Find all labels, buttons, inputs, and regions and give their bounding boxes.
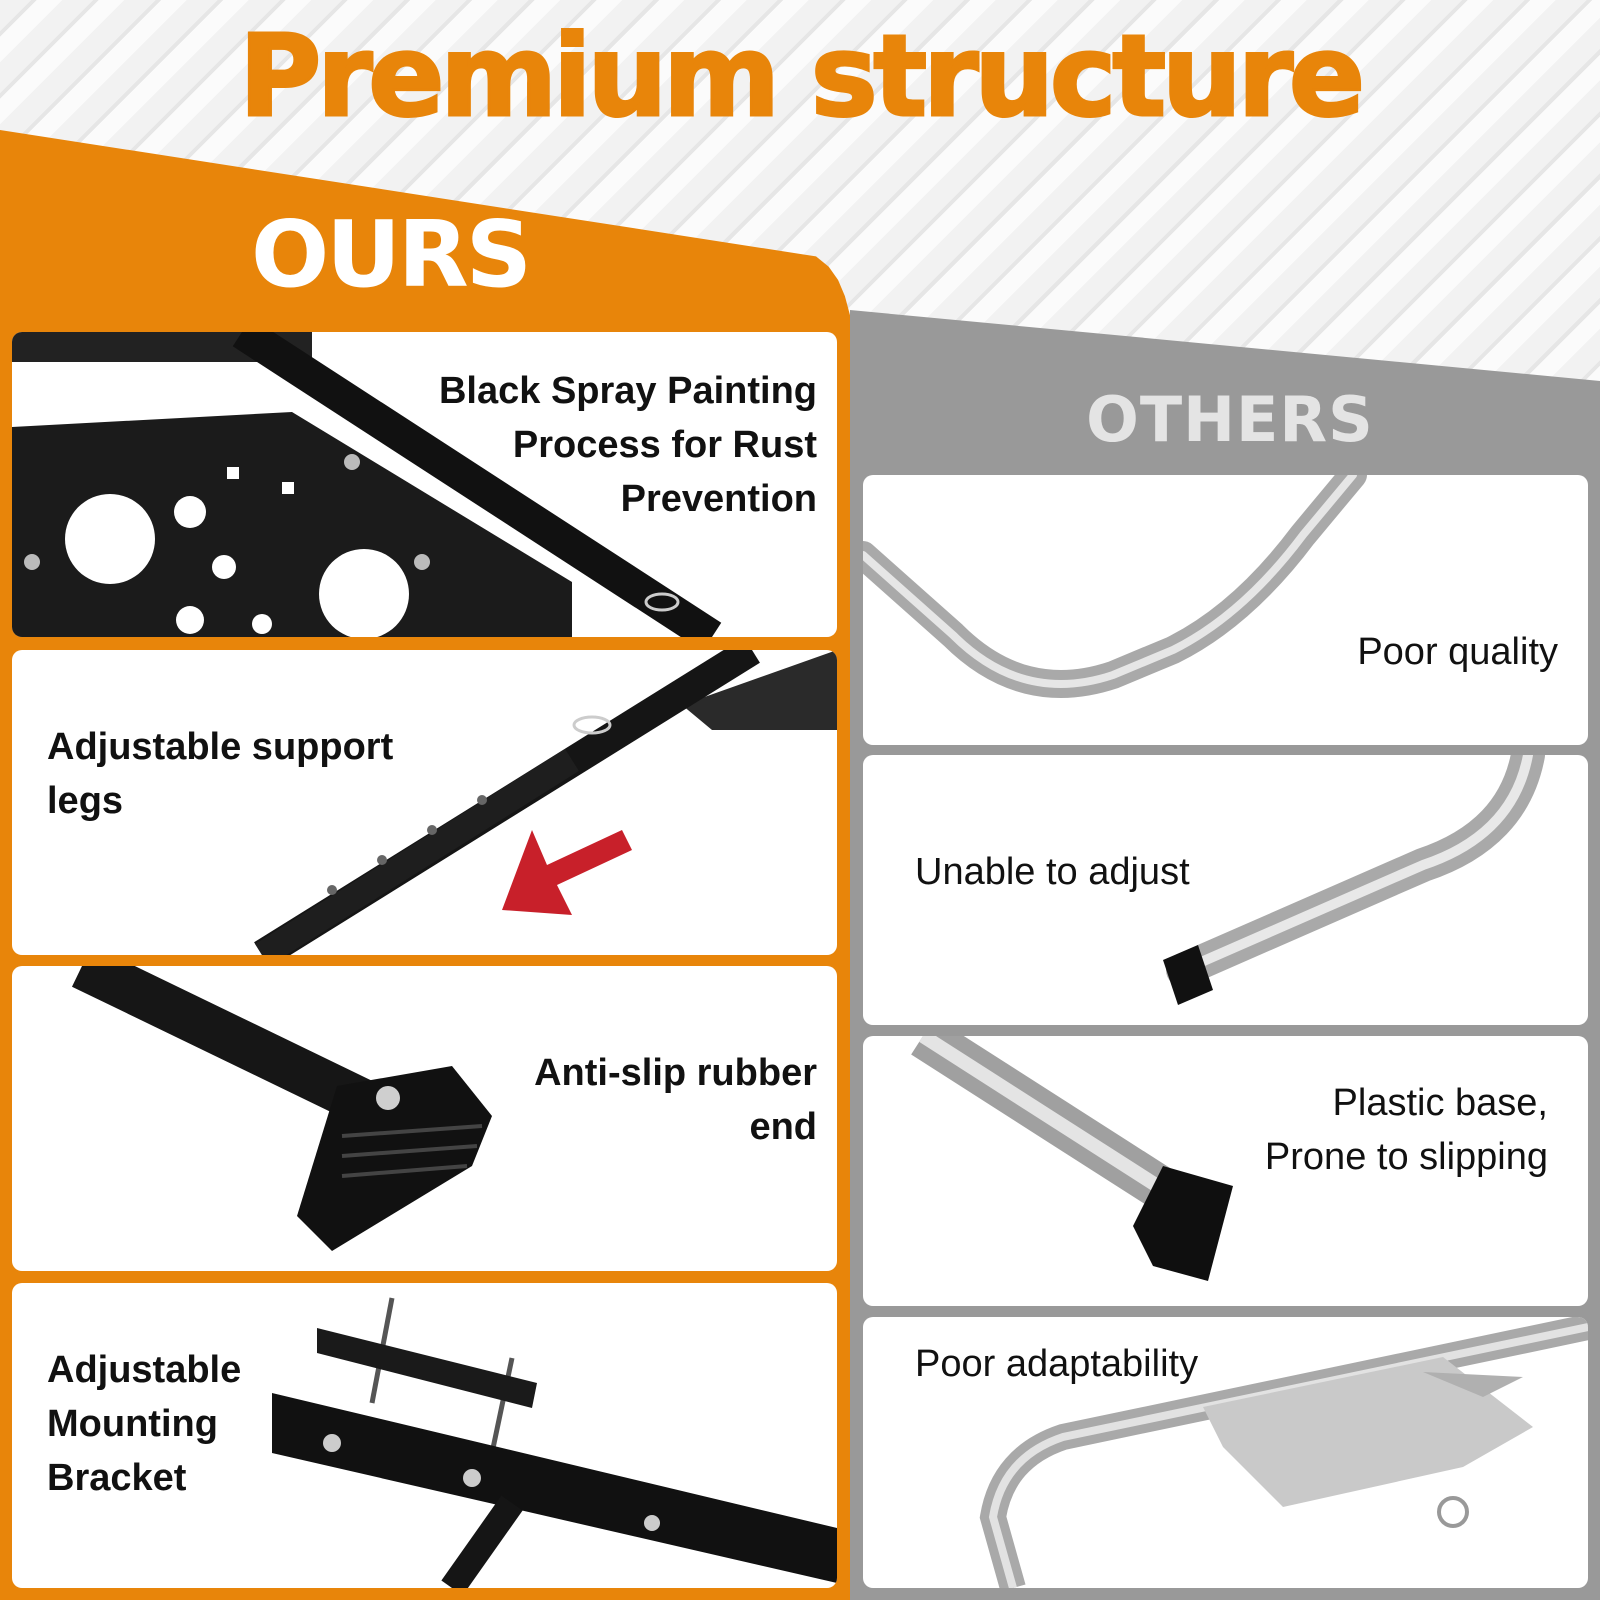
others-heading: OTHERS bbox=[1086, 383, 1374, 456]
others-feature-card-poor-quality: Poor quality bbox=[863, 475, 1588, 745]
feature-label: Unable to adjust bbox=[915, 851, 1190, 893]
adjustable-leg-illustration bbox=[254, 650, 837, 955]
feature-label: Plastic base, Prone to slipping bbox=[1264, 1082, 1548, 1178]
feature-label: Black Spray Painting Process for Rust Pr… bbox=[438, 370, 817, 520]
others-feature-card-plastic-base: Plastic base, Prone to slipping bbox=[863, 1036, 1588, 1306]
plastic-base-illustration bbox=[911, 1036, 1233, 1281]
silver-bracket-illustration bbox=[979, 1317, 1588, 1588]
rubber-foot-illustration bbox=[71, 966, 492, 1251]
feature-label: Poor quality bbox=[1357, 631, 1558, 673]
ours-feature-card-rubber-end: Anti-slip rubber end bbox=[12, 966, 837, 1271]
silver-tube-illustration bbox=[863, 475, 1367, 698]
arrow-icon bbox=[502, 830, 632, 915]
black-plate-illustration bbox=[12, 332, 722, 637]
ours-feature-card-adjustable-legs: Adjustable support legs bbox=[12, 650, 837, 955]
feature-label: Adjustable Mounting Bracket bbox=[47, 1349, 242, 1499]
ours-heading: OURS bbox=[250, 201, 532, 308]
ours-feature-card-spray-painting: Black Spray Painting Process for Rust Pr… bbox=[12, 332, 837, 637]
feature-label: Poor adaptability bbox=[915, 1343, 1199, 1385]
ours-feature-card-mounting-bracket: Adjustable Mounting Bracket bbox=[12, 1283, 837, 1588]
others-feature-card-unable-adjust: Unable to adjust bbox=[863, 755, 1588, 1025]
page-title: Premium structure bbox=[238, 11, 1367, 144]
silver-leg-illustration bbox=[1163, 755, 1545, 1005]
others-feature-card-poor-adaptability: Poor adaptability bbox=[863, 1317, 1588, 1588]
feature-label: Anti-slip rubber end bbox=[534, 1052, 817, 1148]
feature-label: Adjustable support legs bbox=[47, 726, 394, 822]
mounting-bracket-illustration bbox=[272, 1297, 837, 1588]
